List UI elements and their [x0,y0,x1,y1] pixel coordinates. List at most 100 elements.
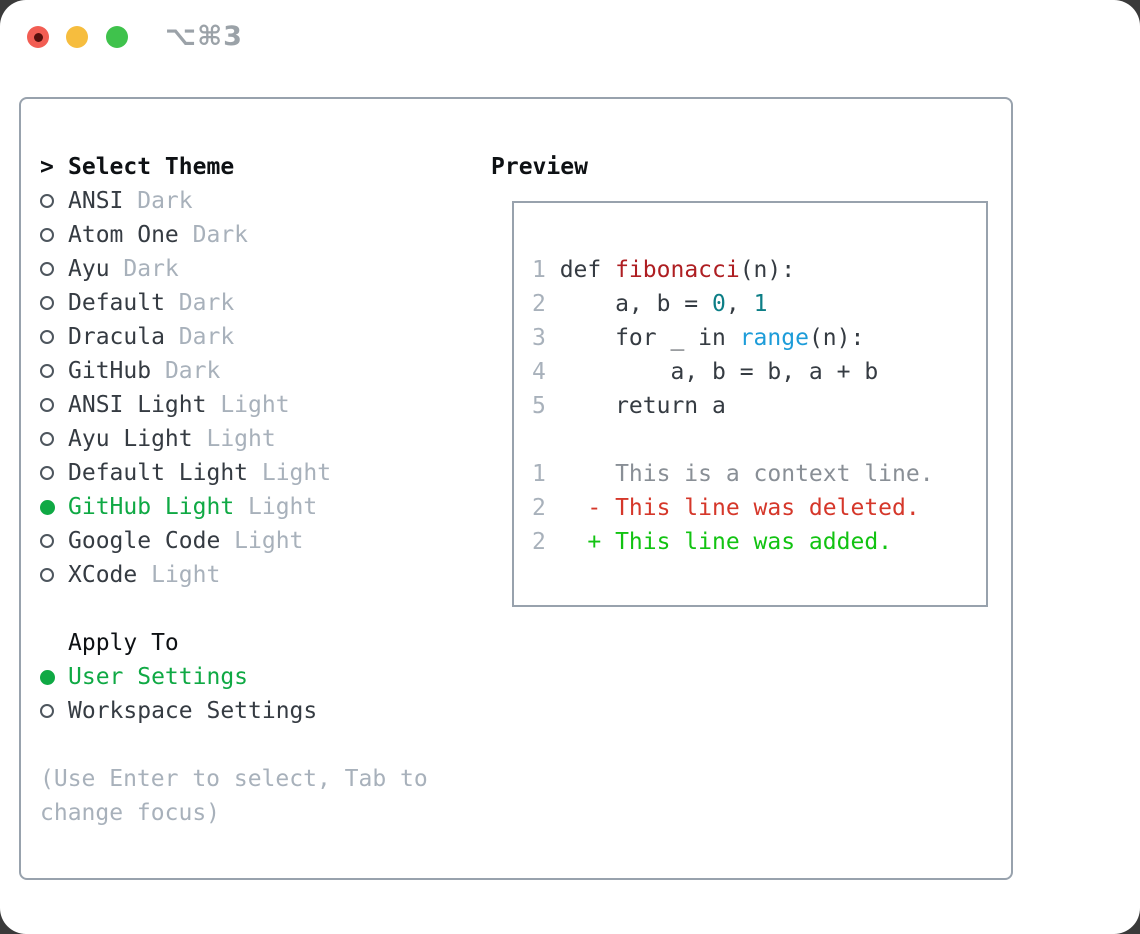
builtin-token: range [739,325,809,351]
theme-option-github-light[interactable]: GitHub Light Light [40,490,474,524]
code-line: 2 a, b = 0 , 1 [532,287,986,321]
line-number: 4 [532,359,546,385]
theme-name: Google Code [68,528,221,554]
radio-icon [40,262,68,276]
theme-option-atom-one-dark[interactable]: Atom One Dark [40,218,474,252]
apply-option-workspace-settings[interactable]: Workspace Settings [40,694,474,728]
keyboard-hint: (Use Enter to select, Tab to change focu… [40,766,428,826]
minimize-button[interactable] [66,26,88,48]
theme-picker-panel: > Select Theme ANSI Dark Atom One Dark A… [19,97,1013,880]
code-token: a, b = [559,291,713,317]
function-name-token: fibonacci [615,257,740,283]
theme-option-ayu-light[interactable]: Ayu Light Light [40,422,474,456]
select-theme-header: > Select Theme [40,150,474,184]
theme-variant: Light [220,392,290,418]
diff-context-line: 1 This is a context line. [532,457,986,491]
line-number: 5 [532,393,546,419]
theme-variant: Light [151,562,221,588]
apply-to-title: Apply To [68,630,179,656]
theme-option-default-light[interactable]: Default Light Light [40,456,474,490]
line-number: 2 [532,291,546,317]
radio-icon [40,534,68,548]
theme-option-ansi-dark[interactable]: ANSI Dark [40,184,474,218]
close-dot-icon [33,32,43,42]
theme-name: GitHub Light [68,494,235,520]
radio-icon [40,398,68,412]
code-token: for _ in [559,325,740,351]
apply-to-header: Apply To [40,626,474,660]
radio-icon [40,228,68,242]
close-button[interactable] [27,26,49,48]
theme-name: XCode [68,562,138,588]
line-number: 1 [532,461,546,487]
radio-icon [40,296,68,310]
theme-name: Ayu [68,256,110,282]
theme-option-ayu-dark[interactable]: Ayu Dark [40,252,474,286]
theme-list: > Select Theme ANSI Dark Atom One Dark A… [40,150,474,830]
theme-option-xcode[interactable]: XCode Light [40,558,474,592]
theme-option-google-code[interactable]: Google Code Light [40,524,474,558]
added-text: + This line was added. [559,529,893,555]
line-number: 1 [532,257,546,283]
line-number: 3 [532,325,546,351]
number-token: 0 [712,291,726,317]
radio-icon [40,466,68,480]
theme-variant: Dark [192,222,249,248]
code-line: 1 def fibonacci (n): [532,253,986,287]
theme-name: ANSI Light [68,392,207,418]
spacer [40,592,474,626]
radio-selected-icon [40,499,68,515]
theme-variant: Light [248,494,318,520]
blank-line [532,423,986,457]
theme-variant: Dark [178,324,235,350]
radio-icon [40,330,68,344]
apply-option-user-settings[interactable]: User Settings [40,660,474,694]
theme-option-ansi-light[interactable]: ANSI Light Light [40,388,474,422]
theme-option-github-dark[interactable]: GitHub Dark [40,354,474,388]
radio-icon [40,704,68,718]
theme-variant: Dark [137,188,193,214]
apply-option-label: Workspace Settings [68,698,318,724]
theme-name: GitHub [68,358,152,384]
radio-icon [40,568,68,582]
number-token: 1 [753,291,768,317]
theme-variant: Light [234,528,304,554]
code-token: (n): [808,325,865,351]
theme-option-default-dark[interactable]: Default Dark [40,286,474,320]
code-line: 3 for _ in range (n): [532,321,986,355]
radio-selected-icon [40,669,68,685]
radio-icon [40,194,68,208]
code-token: a, b = b, a + b [559,359,879,385]
preview-title: Preview [491,154,588,180]
window-title: ⌥⌘3 [165,21,243,52]
theme-option-dracula-dark[interactable]: Dracula Dark [40,320,474,354]
theme-variant: Light [206,426,276,452]
theme-variant: Dark [123,256,179,282]
theme-name: ANSI [68,188,124,214]
context-text: This is a context line. [559,461,934,487]
zoom-button[interactable] [106,26,128,48]
theme-variant: Light [261,460,332,486]
theme-name: Dracula [68,324,165,350]
spacer [40,728,474,762]
radio-icon [40,432,68,446]
radio-icon [40,364,68,378]
theme-variant: Dark [164,358,221,384]
diff-deleted-line: 2 - This line was deleted. [532,491,986,525]
code-line: 5 return a [532,389,986,423]
code-token: , [725,291,754,317]
code-token: return a [559,393,726,419]
line-number: 2 [532,495,546,521]
theme-variant: Dark [178,290,235,316]
titlebar: ⌥⌘3 [0,0,1140,74]
diff-added-line: 2 + This line was added. [532,525,986,559]
theme-name: Default [68,290,165,316]
code-token: (n): [739,257,796,283]
code-token: def [559,257,616,283]
theme-name: Default Light [68,460,249,486]
preview-box: 1 def fibonacci (n): 2 a, b = 0 , 1 3 fo… [512,201,988,607]
line-number: 2 [532,529,546,555]
prompt-icon: > [40,154,54,180]
theme-name: Ayu Light [68,426,193,452]
